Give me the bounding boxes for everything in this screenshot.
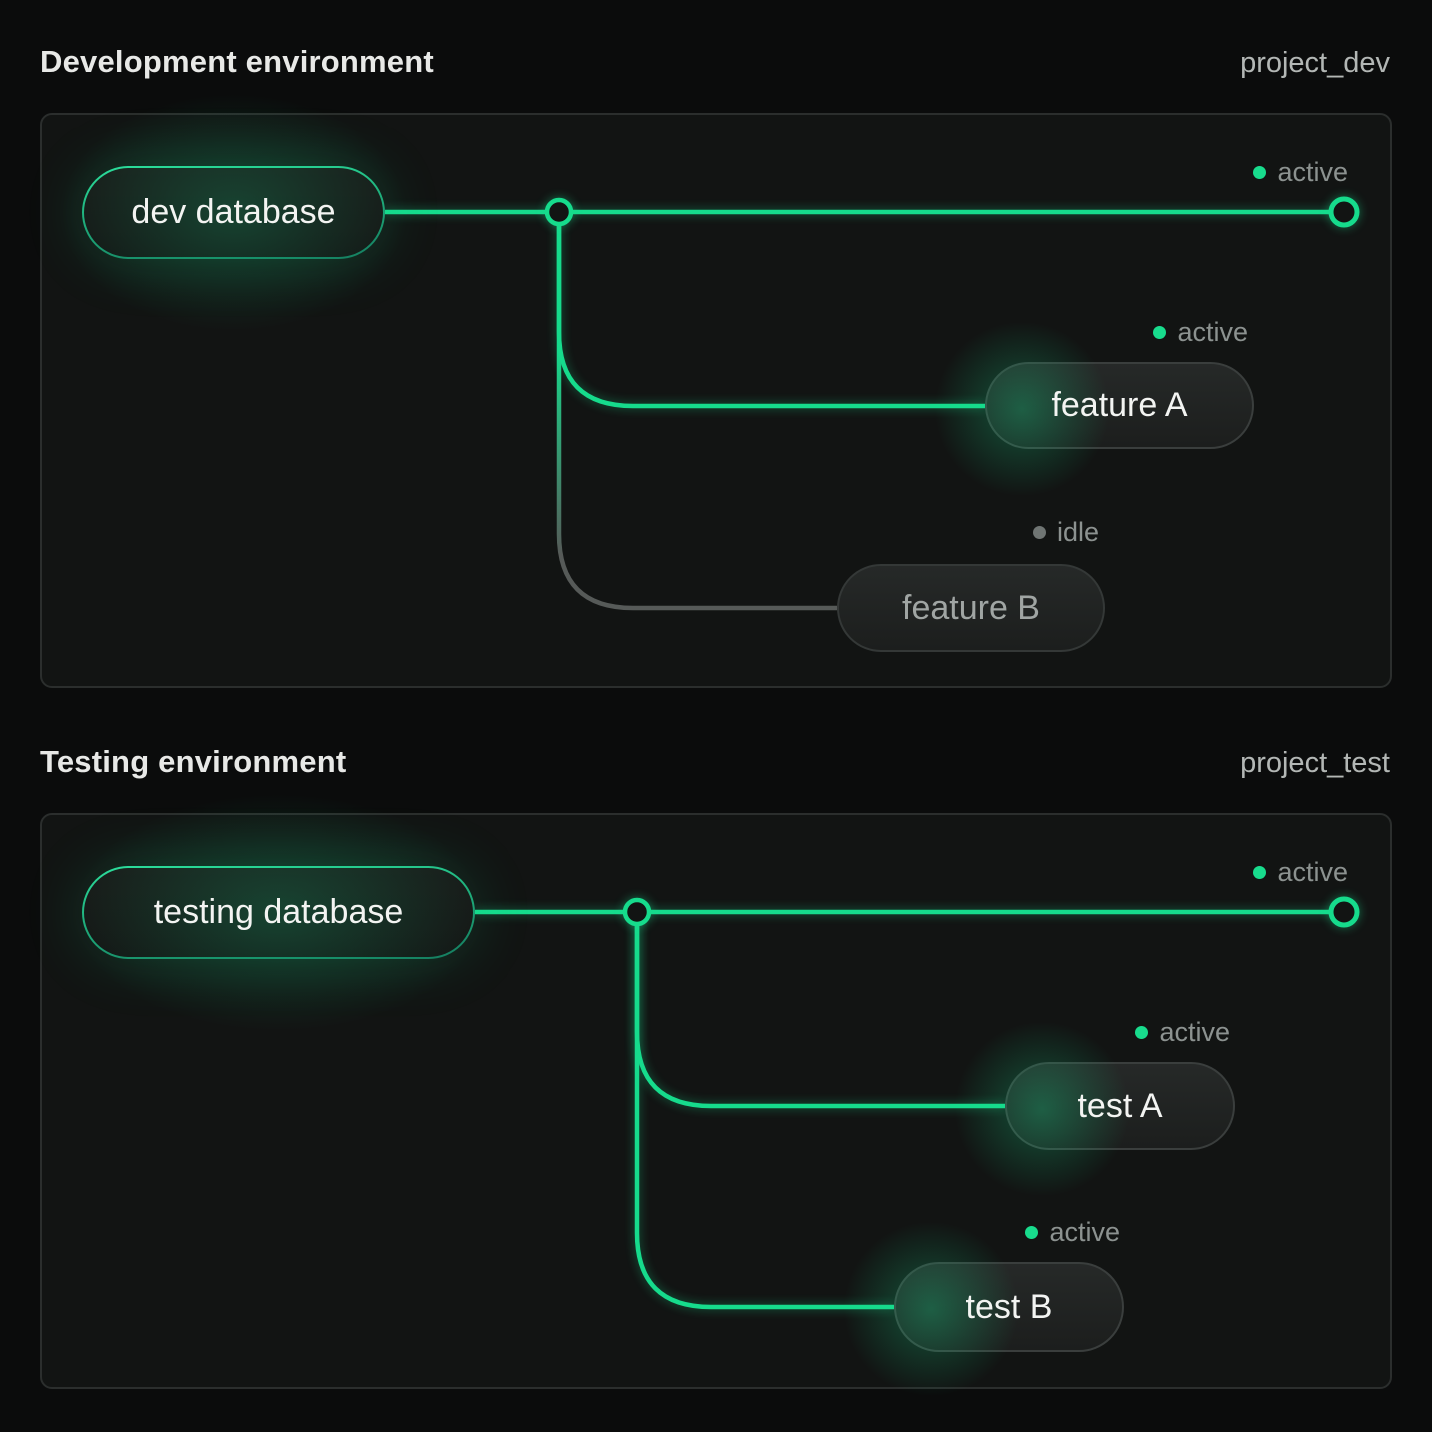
status-dot-icon (1153, 325, 1167, 339)
feature-a-branch-line (556, 212, 985, 409)
feature-a-status: active (1153, 316, 1248, 348)
status-text: active (1159, 1017, 1230, 1047)
feature-a-label: feature A (1051, 386, 1188, 424)
status-text: idle (1056, 517, 1099, 547)
dev-database-node[interactable]: dev database (0, 48, 473, 377)
test-b-node[interactable]: test B (836, 1214, 1124, 1404)
main-branch-status: active (1253, 156, 1348, 188)
dev-database-label: dev database (131, 193, 336, 231)
main-branch-endpoint-node (1328, 896, 1360, 928)
status-dot-icon (1025, 1225, 1039, 1239)
feature-b-status: idle (1032, 516, 1099, 548)
testing-database-label: testing database (153, 893, 404, 931)
status-dot-icon (1032, 525, 1046, 539)
branch-point-node (622, 897, 652, 927)
feature-b-node[interactable]: feature B (837, 564, 1105, 652)
test-a-label: test A (1077, 1086, 1163, 1125)
test-a-node[interactable]: test A (947, 1014, 1235, 1204)
project-label-dev: project_dev (1240, 47, 1390, 79)
testing-environment-panel: testing database active test A active te… (0, 748, 1392, 1404)
test-b-branch-line (634, 912, 894, 1310)
main-branch-endpoint-node (1328, 196, 1360, 228)
section-title-development: Development environment (40, 44, 434, 80)
status-text: active (1049, 1217, 1120, 1247)
status-text: active (1277, 857, 1348, 887)
test-b-status: active (1025, 1216, 1120, 1248)
dev-branch-diagram (385, 196, 1360, 611)
dev-environment-panel: dev database active feature A active fea… (0, 48, 1392, 688)
feature-b-label: feature B (902, 588, 1040, 627)
testing-database-node[interactable]: testing database (0, 748, 563, 1077)
test-branch-diagram (475, 896, 1360, 1310)
status-dot-icon (1135, 1025, 1149, 1039)
feature-a-node[interactable]: feature A (927, 314, 1254, 504)
main-branch-status: active (1253, 856, 1348, 888)
project-label-test: project_test (1240, 747, 1390, 779)
test-b-label: test B (965, 1287, 1053, 1326)
status-text: active (1277, 157, 1348, 187)
test-a-branch-line (634, 912, 1005, 1109)
section-title-testing: Testing environment (40, 744, 346, 780)
feature-b-branch-line (556, 212, 837, 611)
branch-point-node (544, 197, 574, 227)
status-text: active (1177, 317, 1248, 347)
test-a-status: active (1135, 1016, 1230, 1048)
status-dot-icon (1253, 165, 1267, 179)
status-dot-icon (1253, 865, 1267, 879)
